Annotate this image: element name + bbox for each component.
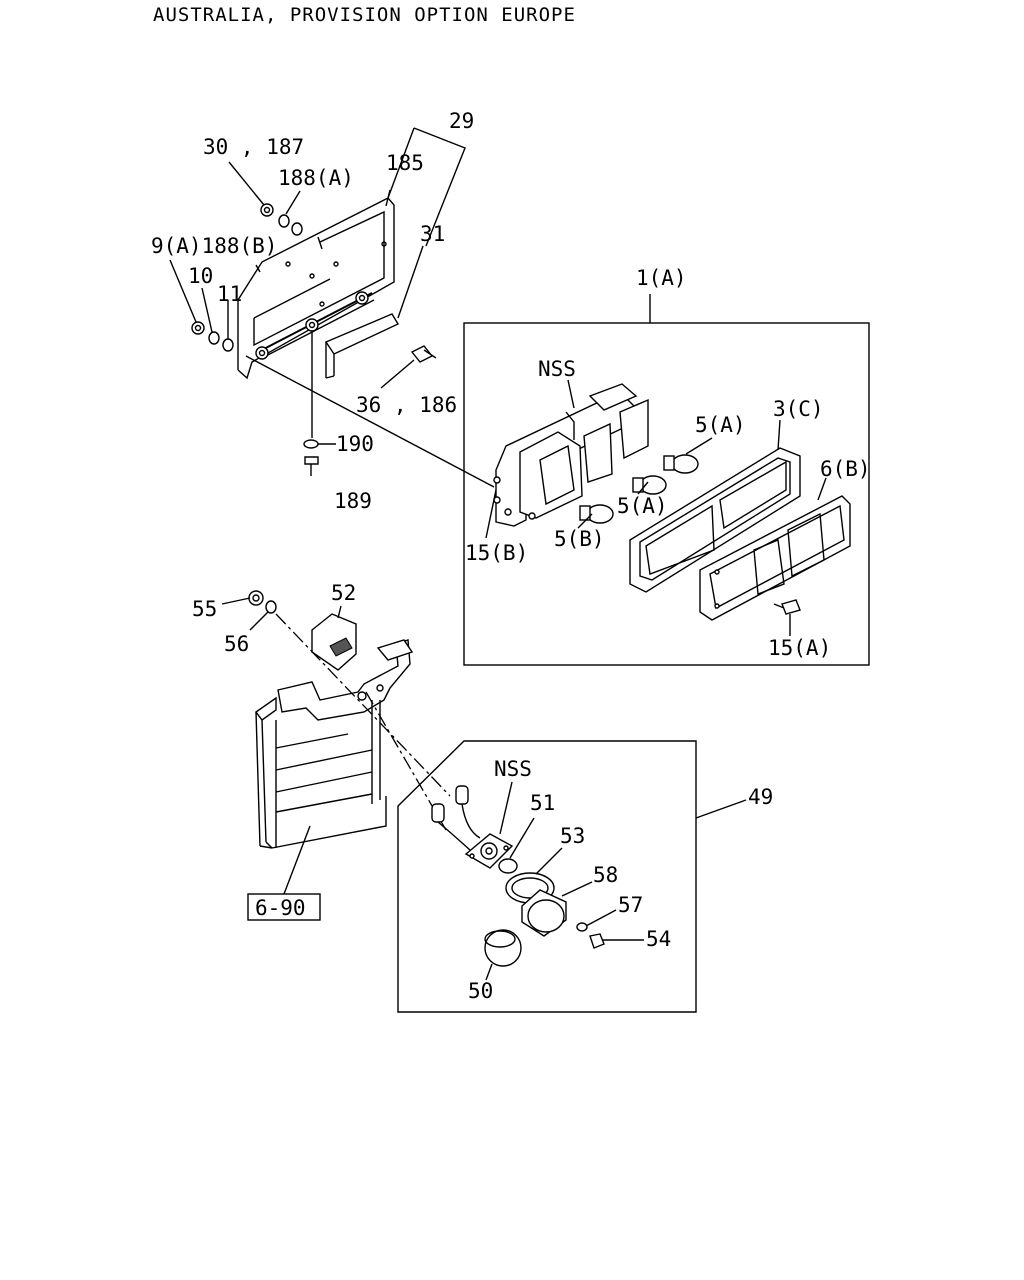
callout-56: 56 [224, 632, 249, 656]
callout-49: 49 [748, 785, 773, 809]
callout-5a-1: 5(A) [695, 413, 746, 437]
callout-189: 189 [334, 489, 372, 513]
callout-57: 57 [618, 893, 643, 917]
header-title: AUSTRALIA, PROVISION OPTION EUROPE [153, 4, 576, 26]
callout-3c: 3(C) [773, 397, 824, 421]
callout-185: 185 [386, 151, 424, 175]
callout-54: 54 [646, 927, 671, 951]
callout-30-187: 30 , 187 [203, 135, 304, 159]
frame-6-90-drawing [247, 590, 414, 921]
callout-9a-188b: 9(A)188(B) [151, 234, 277, 258]
callout-10: 10 [188, 264, 213, 288]
callout-58: 58 [593, 863, 618, 887]
bracket-185-drawing [191, 197, 437, 476]
bracket-leader-lines [169, 127, 495, 488]
callout-190: 190 [336, 432, 374, 456]
lamp-assembly-box [463, 294, 870, 666]
callout-36-186: 36 , 186 [356, 393, 457, 417]
lamp-leader-lines [485, 379, 827, 636]
callout-6b: 6(B) [820, 457, 871, 481]
callout-53: 53 [560, 824, 585, 848]
callout-1a: 1(A) [636, 266, 687, 290]
callout-188a: 188(A) [278, 166, 354, 190]
callout-50: 50 [468, 979, 493, 1003]
callout-31: 31 [420, 222, 445, 246]
callout-15b: 15(B) [465, 541, 528, 565]
callout-55: 55 [192, 597, 217, 621]
callout-nss-bottom: NSS [494, 757, 532, 781]
callout-5a-2: 5(A) [617, 494, 668, 518]
frame-leader-lines [221, 597, 451, 895]
callout-nss-top: NSS [538, 357, 576, 381]
callout-11: 11 [217, 282, 242, 306]
callout-15a: 15(A) [768, 636, 831, 660]
reference-6-90[interactable]: 6-90 [255, 896, 306, 920]
lamp-49-leader-lines [485, 781, 644, 981]
callout-51: 51 [530, 791, 555, 815]
callout-29: 29 [449, 109, 474, 133]
lamp-49-box [397, 740, 747, 1013]
callout-52: 52 [331, 581, 356, 605]
callout-5b: 5(B) [554, 527, 605, 551]
